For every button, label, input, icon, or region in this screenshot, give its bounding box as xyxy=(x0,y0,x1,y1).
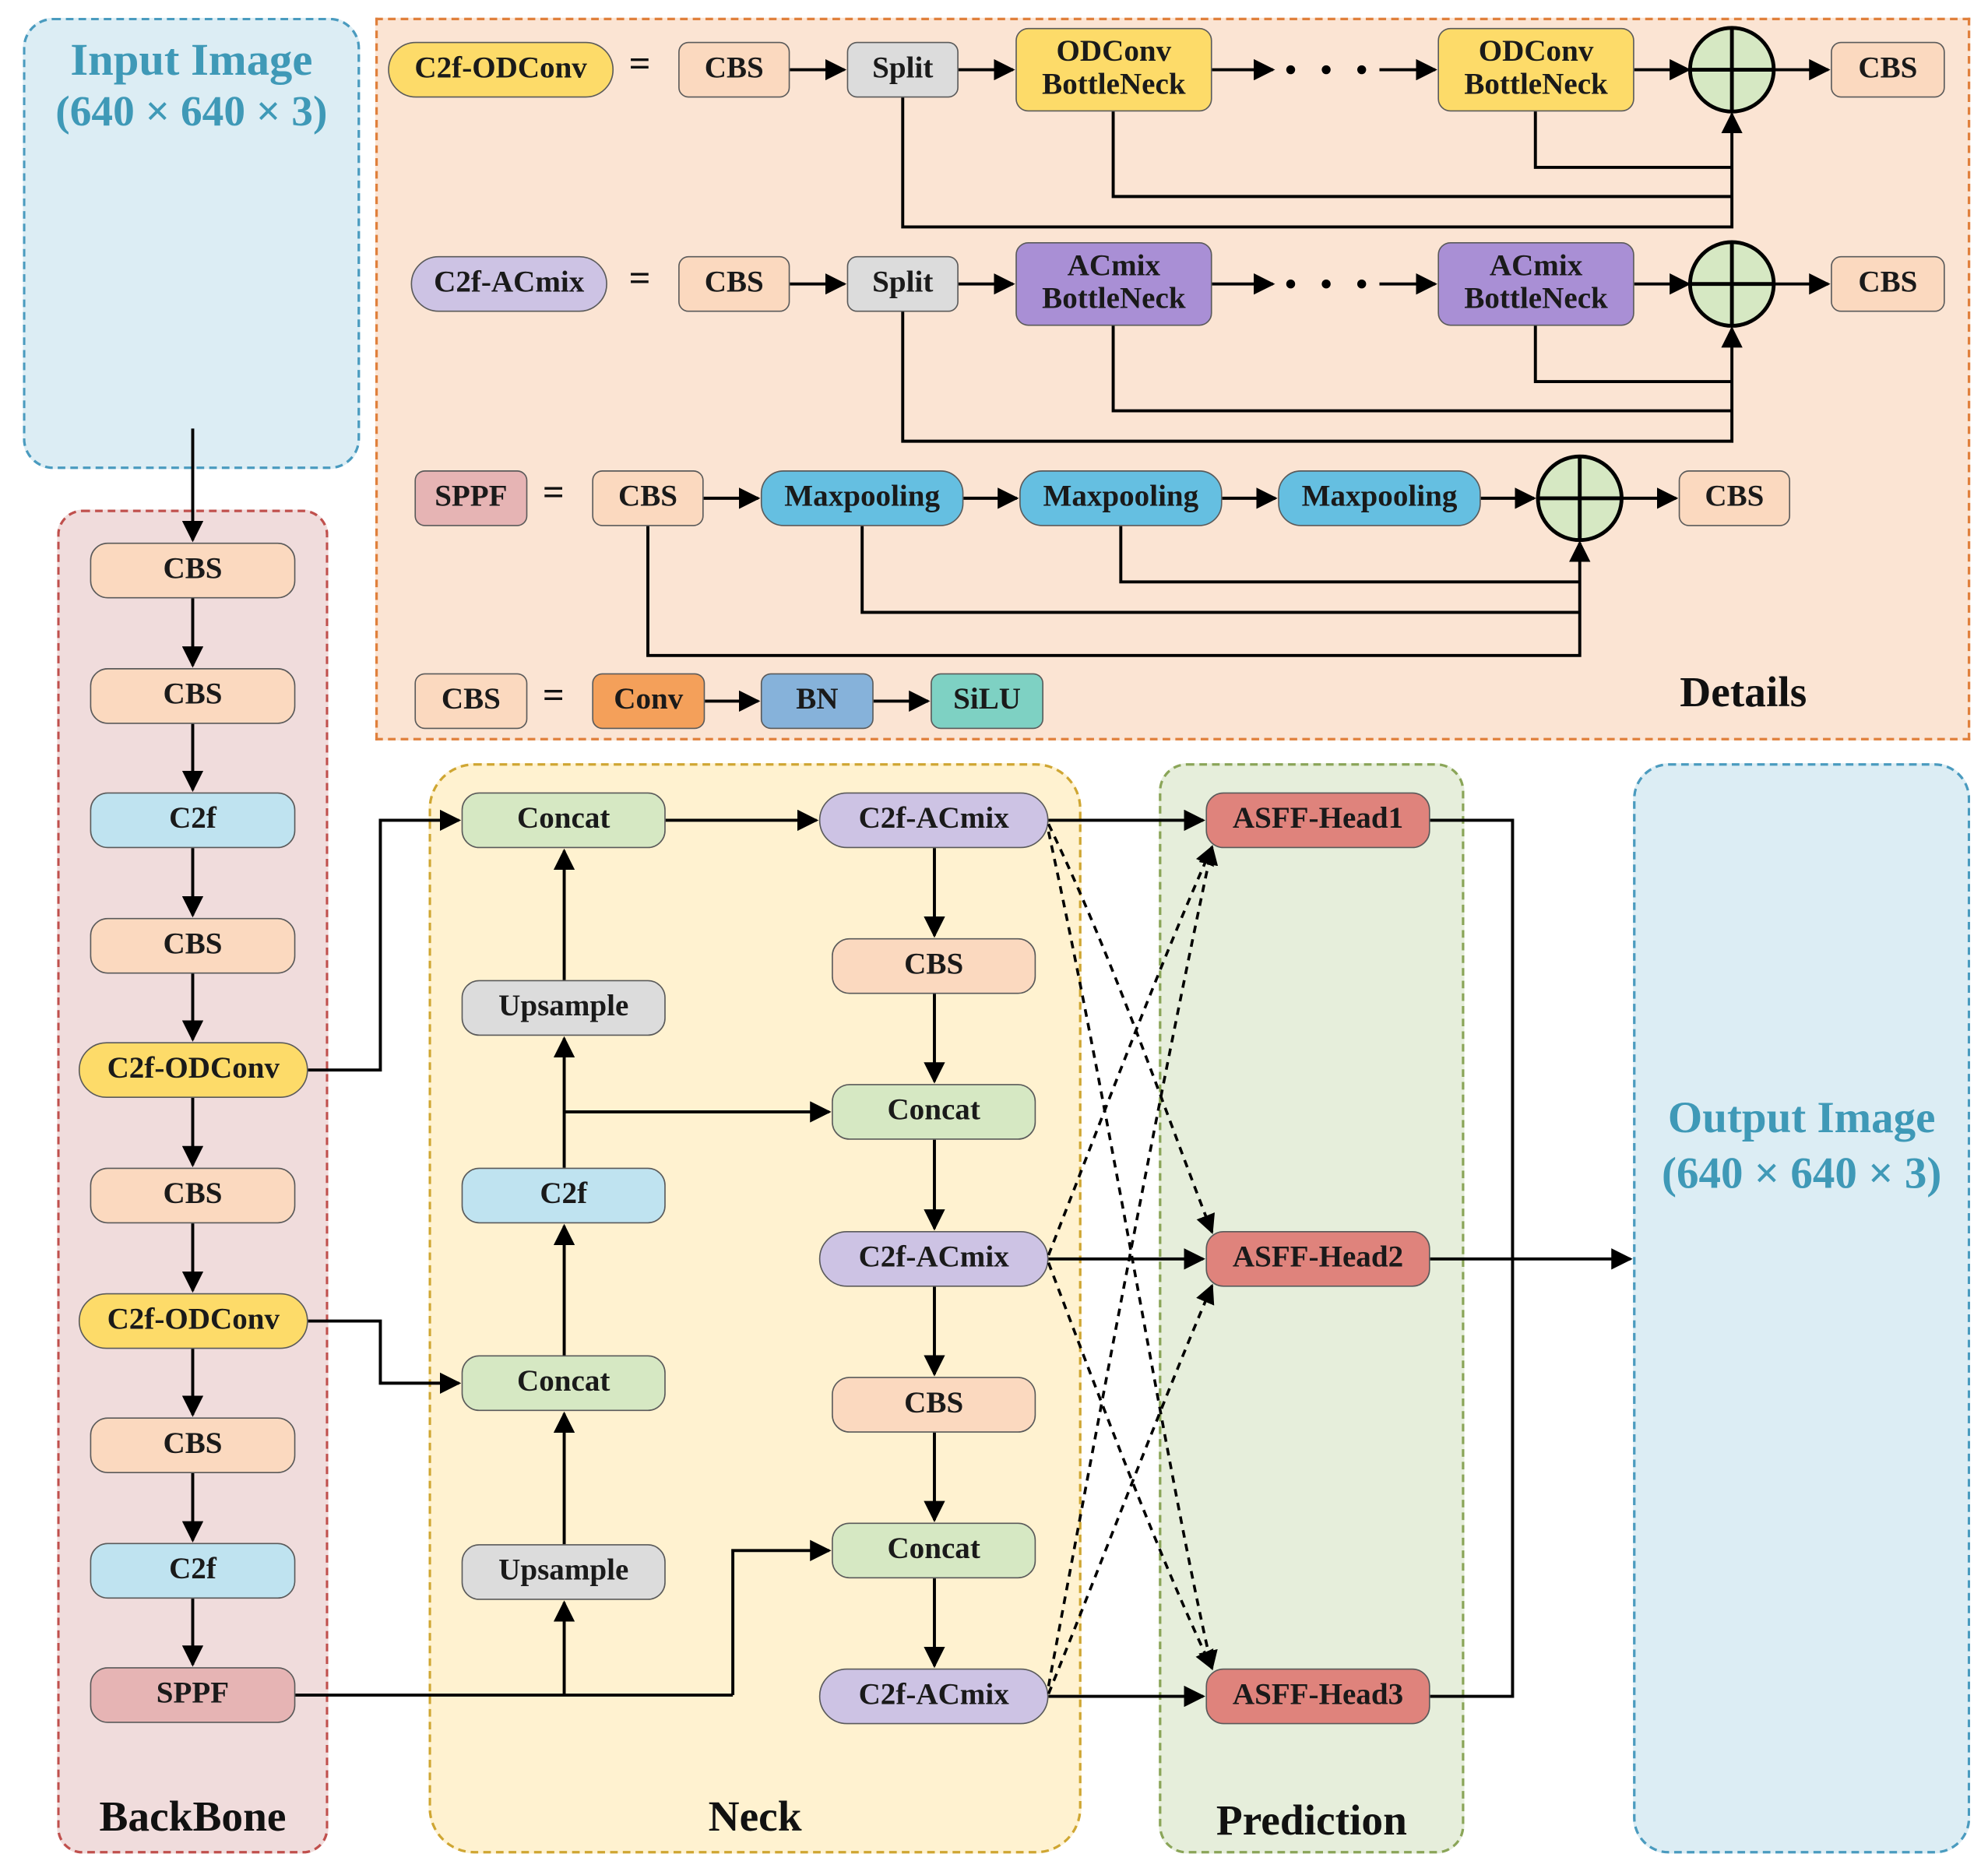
input-region xyxy=(23,17,361,470)
detail-maxpooling-1: Maxpooling xyxy=(760,470,964,526)
detail-cbs-label: CBS xyxy=(414,673,528,730)
input-subtitle: (640 × 640 × 3) xyxy=(55,88,328,136)
detail-odconv-bottleneck-a: ODConv BottleNeck xyxy=(1015,27,1212,112)
asff-head-2: ASFF-Head2 xyxy=(1205,1230,1430,1287)
backbone-cbs-4: CBS xyxy=(90,1167,296,1224)
detail-row3-cbs-out: CBS xyxy=(1678,470,1791,526)
neck-cbs-1: CBS xyxy=(832,938,1036,994)
detail-equals-2: = xyxy=(628,257,651,300)
detail-row2-cbs-in: CBS xyxy=(678,255,790,312)
detail-acmix-bottleneck-a: ACmix BottleNeck xyxy=(1015,241,1212,326)
backbone-cbs-2: CBS xyxy=(90,668,296,724)
ellipsis-row2 xyxy=(1286,280,1367,289)
backbone-cbs-1: CBS xyxy=(90,542,296,599)
backbone-title: BackBone xyxy=(99,1793,287,1842)
detail-silu: SiLU xyxy=(931,673,1044,730)
details-title: Details xyxy=(1680,669,1807,716)
neck-concat-bottom: Concat xyxy=(461,1355,666,1412)
neck-c2f-acmix-1: C2f-ACmix xyxy=(818,792,1049,849)
backbone-cbs-5: CBS xyxy=(90,1417,296,1473)
neck-c2f-acmix-3: C2f-ACmix xyxy=(818,1668,1049,1725)
detail-row2-cbs-out: CBS xyxy=(1831,255,1945,312)
detail-row2-split: Split xyxy=(846,255,959,312)
details-region xyxy=(375,17,1971,741)
detail-row1-split: Split xyxy=(846,41,959,98)
neck-upsample-bottom: Upsample xyxy=(461,1544,666,1600)
adder-icon-row1 xyxy=(1687,26,1776,114)
detail-equals-3: = xyxy=(542,471,565,514)
neck-concat-top: Concat xyxy=(461,792,666,849)
detail-maxpooling-3: Maxpooling xyxy=(1278,470,1481,526)
detail-acmix-bottleneck-b: ACmix BottleNeck xyxy=(1437,241,1634,326)
adder-icon-row3 xyxy=(1536,454,1624,543)
detail-conv: Conv xyxy=(592,673,705,730)
neck-concat-1: Concat xyxy=(832,1084,1036,1140)
adder-icon-row2 xyxy=(1687,240,1776,328)
detail-maxpooling-2: Maxpooling xyxy=(1019,470,1223,526)
detail-c2f-odconv-label: C2f-ODConv xyxy=(388,41,614,98)
detail-sppf-label: SPPF xyxy=(414,470,528,526)
detail-row3-cbs-in: CBS xyxy=(592,470,704,526)
asff-head-1: ASFF-Head1 xyxy=(1205,792,1430,849)
detail-equals-4: = xyxy=(542,674,565,716)
backbone-c2f-odconv-1: C2f-ODConv xyxy=(78,1042,308,1099)
neck-cbs-2: CBS xyxy=(832,1377,1036,1433)
backbone-sppf: SPPF xyxy=(90,1667,296,1723)
neck-title: Neck xyxy=(708,1793,802,1842)
output-subtitle: (640 × 640 × 3) xyxy=(1661,1149,1942,1198)
neck-c2f: C2f xyxy=(461,1167,666,1224)
asff-head-3: ASFF-Head3 xyxy=(1205,1668,1430,1725)
neck-upsample-top: Upsample xyxy=(461,980,666,1036)
detail-row1-cbs-out: CBS xyxy=(1831,41,1945,98)
prediction-title: Prediction xyxy=(1216,1797,1407,1845)
detail-odconv-bottleneck-b: ODConv BottleNeck xyxy=(1437,27,1634,112)
output-title: Output Image xyxy=(1667,1092,1936,1143)
detail-c2f-acmix-label: C2f-ACmix xyxy=(410,255,607,312)
detail-equals-1: = xyxy=(628,43,651,86)
backbone-c2f-odconv-2: C2f-ODConv xyxy=(78,1293,308,1349)
output-region xyxy=(1633,763,1971,1854)
backbone-cbs-3: CBS xyxy=(90,917,296,974)
ellipsis-row1 xyxy=(1286,65,1367,75)
backbone-c2f-2: C2f xyxy=(90,1543,296,1599)
detail-row1-cbs-in: CBS xyxy=(678,41,790,98)
detail-bn: BN xyxy=(760,673,874,730)
neck-c2f-acmix-2: C2f-ACmix xyxy=(818,1230,1049,1287)
backbone-c2f-1: C2f xyxy=(90,792,296,849)
input-title: Input Image xyxy=(70,33,313,86)
neck-concat-2: Concat xyxy=(832,1522,1036,1579)
